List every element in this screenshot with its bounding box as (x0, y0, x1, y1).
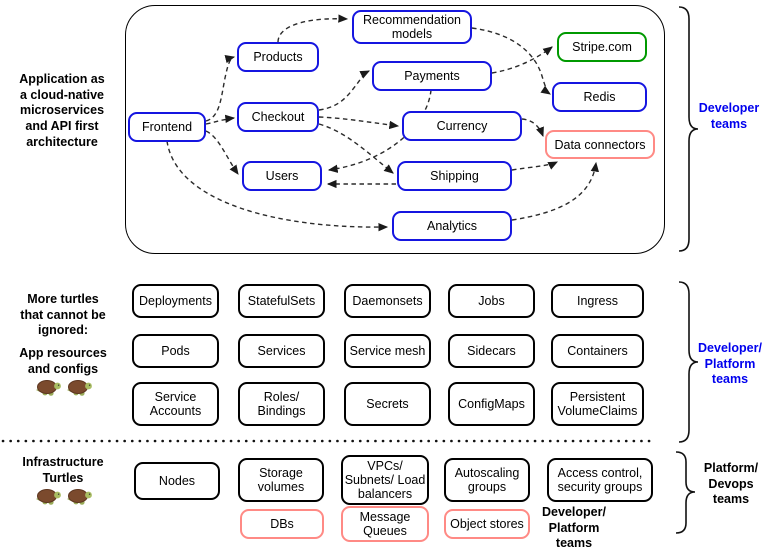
team-label-platform-devops: Platform/ Devops teams (703, 461, 759, 507)
resource-deployments: Deployments (132, 284, 219, 318)
turtle-icon (66, 489, 92, 505)
infra-nodes: Nodes (134, 462, 220, 500)
node-analytics: Analytics (392, 211, 512, 241)
infra-dbs: DBs (240, 509, 324, 539)
resource-service-mesh: Service mesh (344, 334, 431, 368)
resources-section-label-2: App resources and configs (19, 346, 107, 376)
infra-section-label: Infrastructure Turtles (22, 455, 104, 485)
resource-ingress: Ingress (551, 284, 644, 318)
infra-vpcs-subnets-loadbalancers: VPCs/ Subnets/ Load balancers (341, 455, 429, 505)
team-label-bottom-developer-platform: Developer/ Platform teams (542, 505, 606, 551)
node-data-connectors: Data connectors (545, 130, 655, 159)
node-recommendation-models: Recommendation models (352, 10, 472, 44)
turtle-icon (35, 380, 61, 396)
resource-configmaps: ConfigMaps (448, 382, 535, 426)
node-payments: Payments (372, 61, 492, 91)
resource-statefulsets: StatefulSets (238, 284, 325, 318)
node-stripe: Stripe.com (557, 32, 647, 62)
app-section-label: Application as a cloud-native microservi… (19, 72, 105, 149)
resource-containers: Containers (551, 334, 644, 368)
node-redis: Redis (552, 82, 647, 112)
infra-object-stores: Object stores (444, 509, 530, 539)
infra-turtles (30, 487, 96, 507)
turtle-icon (66, 380, 92, 396)
resource-secrets: Secrets (344, 382, 431, 426)
node-currency: Currency (402, 111, 522, 141)
resource-roles-bindings: Roles/ Bindings (238, 382, 325, 426)
brace-platform-devops-teams (675, 451, 696, 534)
node-frontend: Frontend (128, 112, 206, 142)
resource-jobs: Jobs (448, 284, 535, 318)
resources-section-label-1: More turtles that cannot be ignored: (20, 292, 106, 338)
resource-services: Services (238, 334, 325, 368)
team-label-developer-platform: Developer/ Platform teams (698, 341, 762, 387)
resource-daemonsets: Daemonsets (344, 284, 431, 318)
infra-storage-volumes: Storage volumes (238, 458, 324, 502)
resource-pods: Pods (132, 334, 219, 368)
resource-sidecars: Sidecars (448, 334, 535, 368)
node-users: Users (242, 161, 322, 191)
brace-developer-platform-teams (678, 281, 699, 443)
resources-turtles (30, 378, 96, 398)
resource-persistent-volumeclaims: Persistent VolumeClaims (551, 382, 644, 426)
node-checkout: Checkout (237, 102, 319, 132)
resource-service-accounts: Service Accounts (132, 382, 219, 426)
infra-message-queues: Message Queues (341, 506, 429, 542)
node-shipping: Shipping (397, 161, 512, 191)
infra-access-control-security-groups: Access control, security groups (547, 458, 653, 502)
turtle-icon (35, 489, 61, 505)
team-label-developer: Developer teams (698, 101, 760, 131)
node-products: Products (237, 42, 319, 72)
infra-autoscaling-groups: Autoscaling groups (444, 458, 530, 502)
